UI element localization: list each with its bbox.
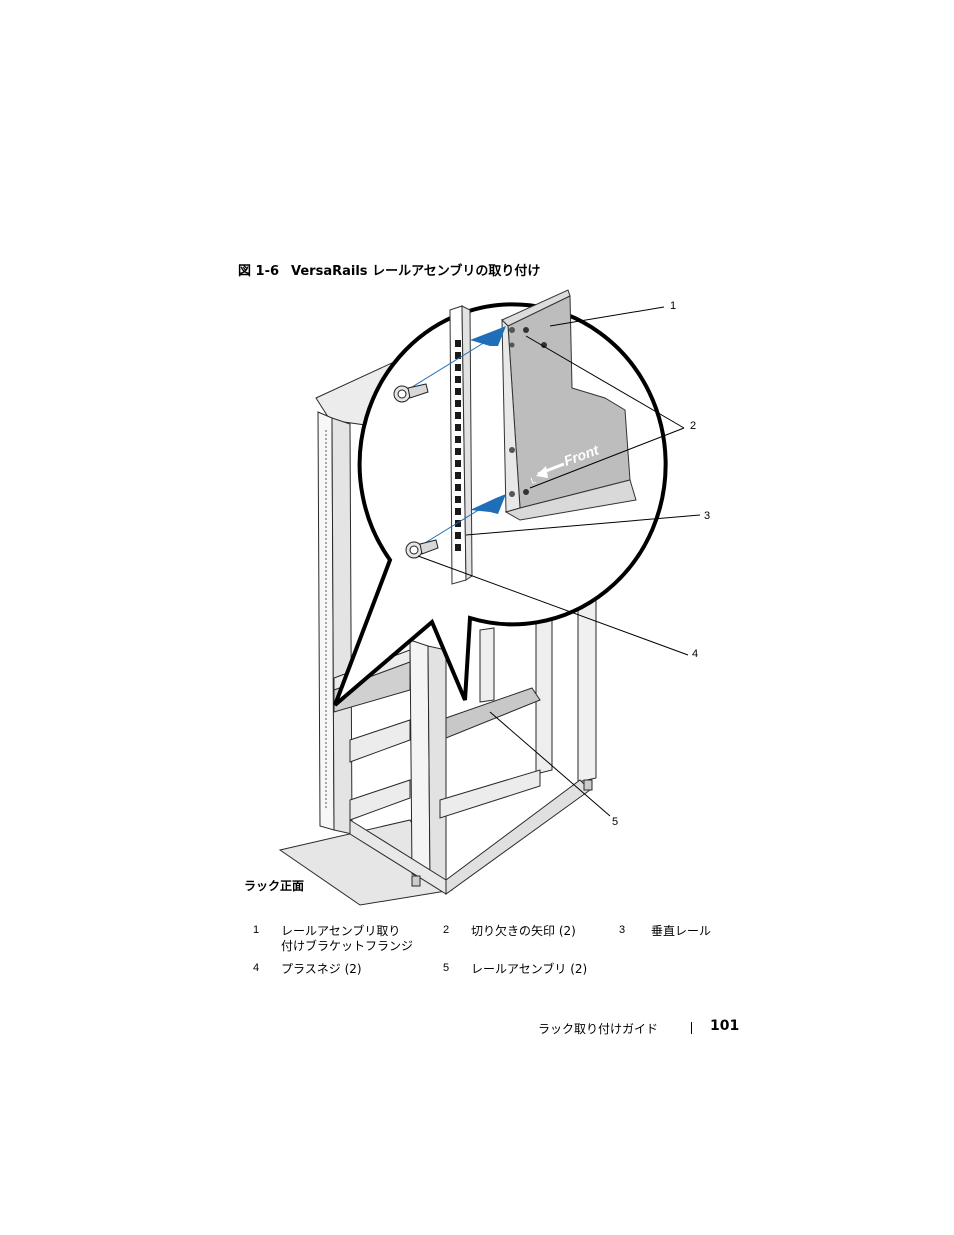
rail-hole xyxy=(455,400,461,407)
callout-3: 3 xyxy=(704,510,711,522)
legend-text: レールアセンブリ (2) xyxy=(471,962,588,976)
rear-post xyxy=(535,615,553,775)
rail-hole xyxy=(455,340,461,347)
page-number: 101 xyxy=(710,1018,740,1034)
lower-screw xyxy=(405,539,439,559)
rail-hole xyxy=(455,544,461,551)
legend-number: 4 xyxy=(253,962,260,974)
magnified-view: L Front xyxy=(333,289,668,707)
rail-hole xyxy=(455,448,461,455)
callout-4: 4 xyxy=(692,648,699,660)
rail-hole xyxy=(455,520,461,527)
rail-hole xyxy=(455,424,461,431)
rack-frame xyxy=(278,349,597,906)
bracket-side-label: L xyxy=(529,475,537,486)
callout-2: 2 xyxy=(690,420,697,432)
legend-text: 垂直レール xyxy=(651,924,712,938)
rail-hole xyxy=(455,412,461,419)
figure-number: 図 1-6 xyxy=(238,264,280,279)
rail-hole xyxy=(455,436,461,443)
upper-screw xyxy=(393,383,429,403)
vertical-rail xyxy=(449,305,473,585)
rail-hole xyxy=(455,388,461,395)
figure-caption: 図 1-6 VersaRails レールアセンブリの取り付け xyxy=(238,260,540,279)
legend-text: レールアセンブリ取り付けブラケットフランジ xyxy=(281,924,414,953)
rail-hole xyxy=(455,496,461,503)
callout-5: 5 xyxy=(612,816,619,828)
rail-hole xyxy=(455,532,461,539)
rail-hole xyxy=(455,508,461,515)
leader-lines xyxy=(417,306,701,817)
footer-divider xyxy=(691,1022,692,1034)
mounting-bracket: L Front xyxy=(501,289,637,521)
insertion-arrows xyxy=(403,326,506,547)
rail-hole xyxy=(455,484,461,491)
legend-number: 2 xyxy=(443,924,450,936)
rack-front-label: ラック正面 xyxy=(244,879,305,893)
rail-hole xyxy=(455,364,461,371)
lower-arrow xyxy=(470,494,506,514)
page-footer: ラック取り付けガイド 101 xyxy=(538,1018,740,1038)
legend-number: 1 xyxy=(253,924,260,936)
legend-number: 3 xyxy=(619,924,626,936)
figure-title: VersaRails レールアセンブリの取り付け xyxy=(291,264,541,279)
rail-hole xyxy=(455,472,461,479)
callout-1: 1 xyxy=(670,300,677,312)
rail-hole xyxy=(455,376,461,383)
legend-text: プラスネジ (2) xyxy=(281,962,362,976)
rail-holes xyxy=(455,340,461,551)
right-front-post xyxy=(409,639,431,881)
legend-text: 切り欠きの矢印 (2) xyxy=(471,924,576,938)
upper-arrow xyxy=(470,326,506,346)
rail-hole xyxy=(455,460,461,467)
rail-hole xyxy=(455,352,461,359)
legend-number: 5 xyxy=(443,962,450,974)
footer-section-title: ラック取り付けガイド xyxy=(538,1022,659,1036)
